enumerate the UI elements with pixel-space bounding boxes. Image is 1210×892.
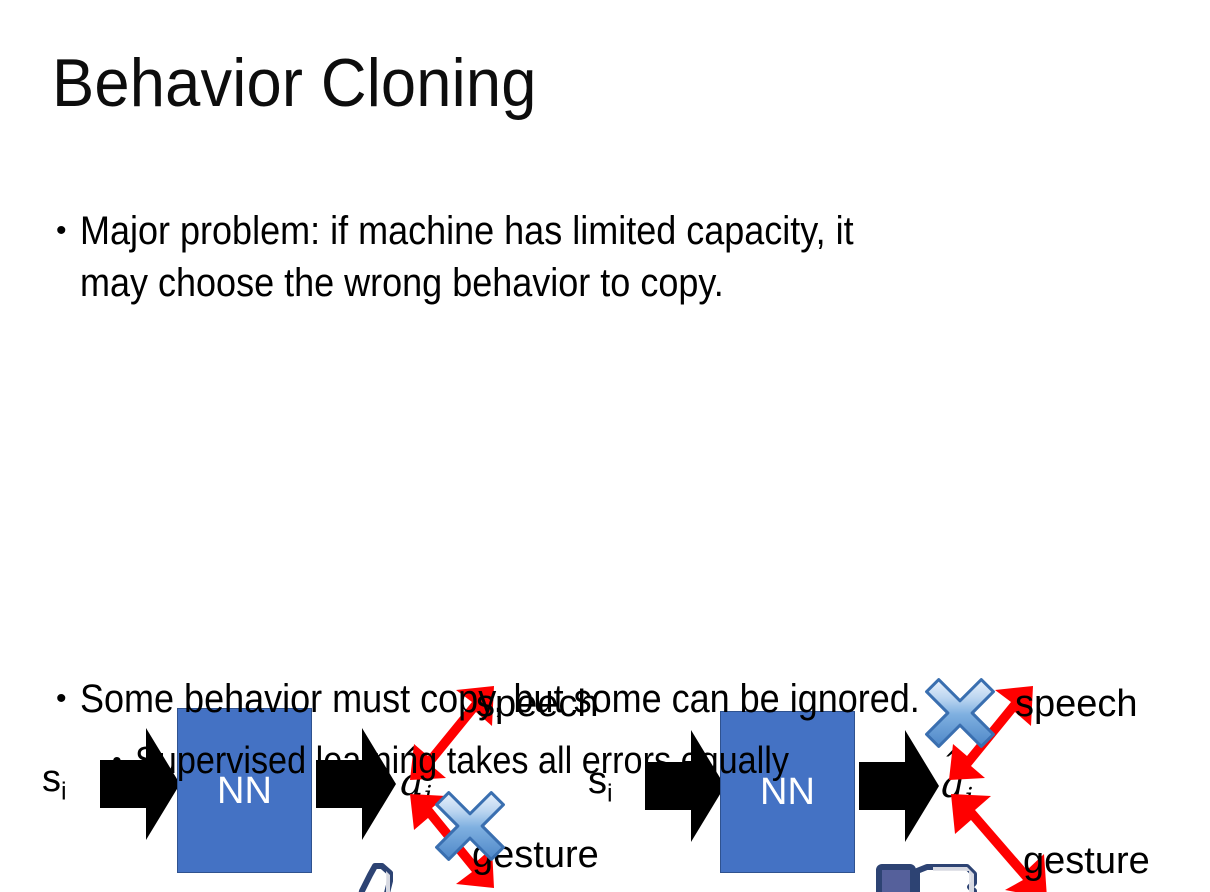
nn-box-label: NN [760,771,815,813]
input-state-label-left: si [42,758,67,804]
diagram-bad-actor: si NN Actor ^ai [545,330,1210,892]
bullet-item-major-problem: • Major problem: if machine has limited … [56,205,1136,309]
red-arrow-gesture-right [947,792,1047,892]
diagram-good-actor: si NN Actor ^ai [0,330,640,892]
bullet-text: Some behavior must copy, but some can be… [79,677,920,721]
input-state-label-right: si [588,760,613,806]
branch-label-speech-left: speech [476,683,599,725]
bullet-marker-icon: • [112,745,122,776]
black-arrow-in-left [100,728,180,840]
black-arrow-in-right [645,730,725,842]
bullet-marker-icon: • [56,214,67,247]
thumbs-down-icon [875,861,983,892]
input-state-symbol: s [42,758,61,800]
red-arrow-speech-left [408,682,494,782]
cross-out-icon-gesture-left [432,788,508,864]
thumbs-up-icon [318,861,426,892]
branch-label-speech-right: speech [1015,683,1138,725]
branch-label-gesture-right: gesture [1023,840,1150,882]
input-state-subscript: i [607,779,613,808]
nn-box-label: NN [217,769,272,812]
input-state-subscript: i [61,777,67,806]
bullet-marker-icon: • [56,682,67,715]
actor-caption-right: Actor [720,890,855,892]
nn-box-left: NN [177,708,312,873]
input-state-symbol: s [588,760,607,802]
actor-caption-left: Actor [177,888,312,892]
bullet-text: Major problem: if machine has limited ca… [79,209,854,305]
bullet-item-some-behavior: • Some behavior must copy, but some can … [56,673,1176,725]
bullet-text: Supervised learning takes all errors equ… [134,740,789,782]
bullet-item-supervised-learning: • Supervised learning takes all errors e… [112,735,1192,787]
nn-box-right: NN [720,711,855,873]
cross-out-icon-speech-right [922,675,998,751]
slide-title: Behavior Cloning [52,45,537,121]
black-arrow-out-right [859,730,939,842]
black-arrow-out-left [316,728,396,840]
